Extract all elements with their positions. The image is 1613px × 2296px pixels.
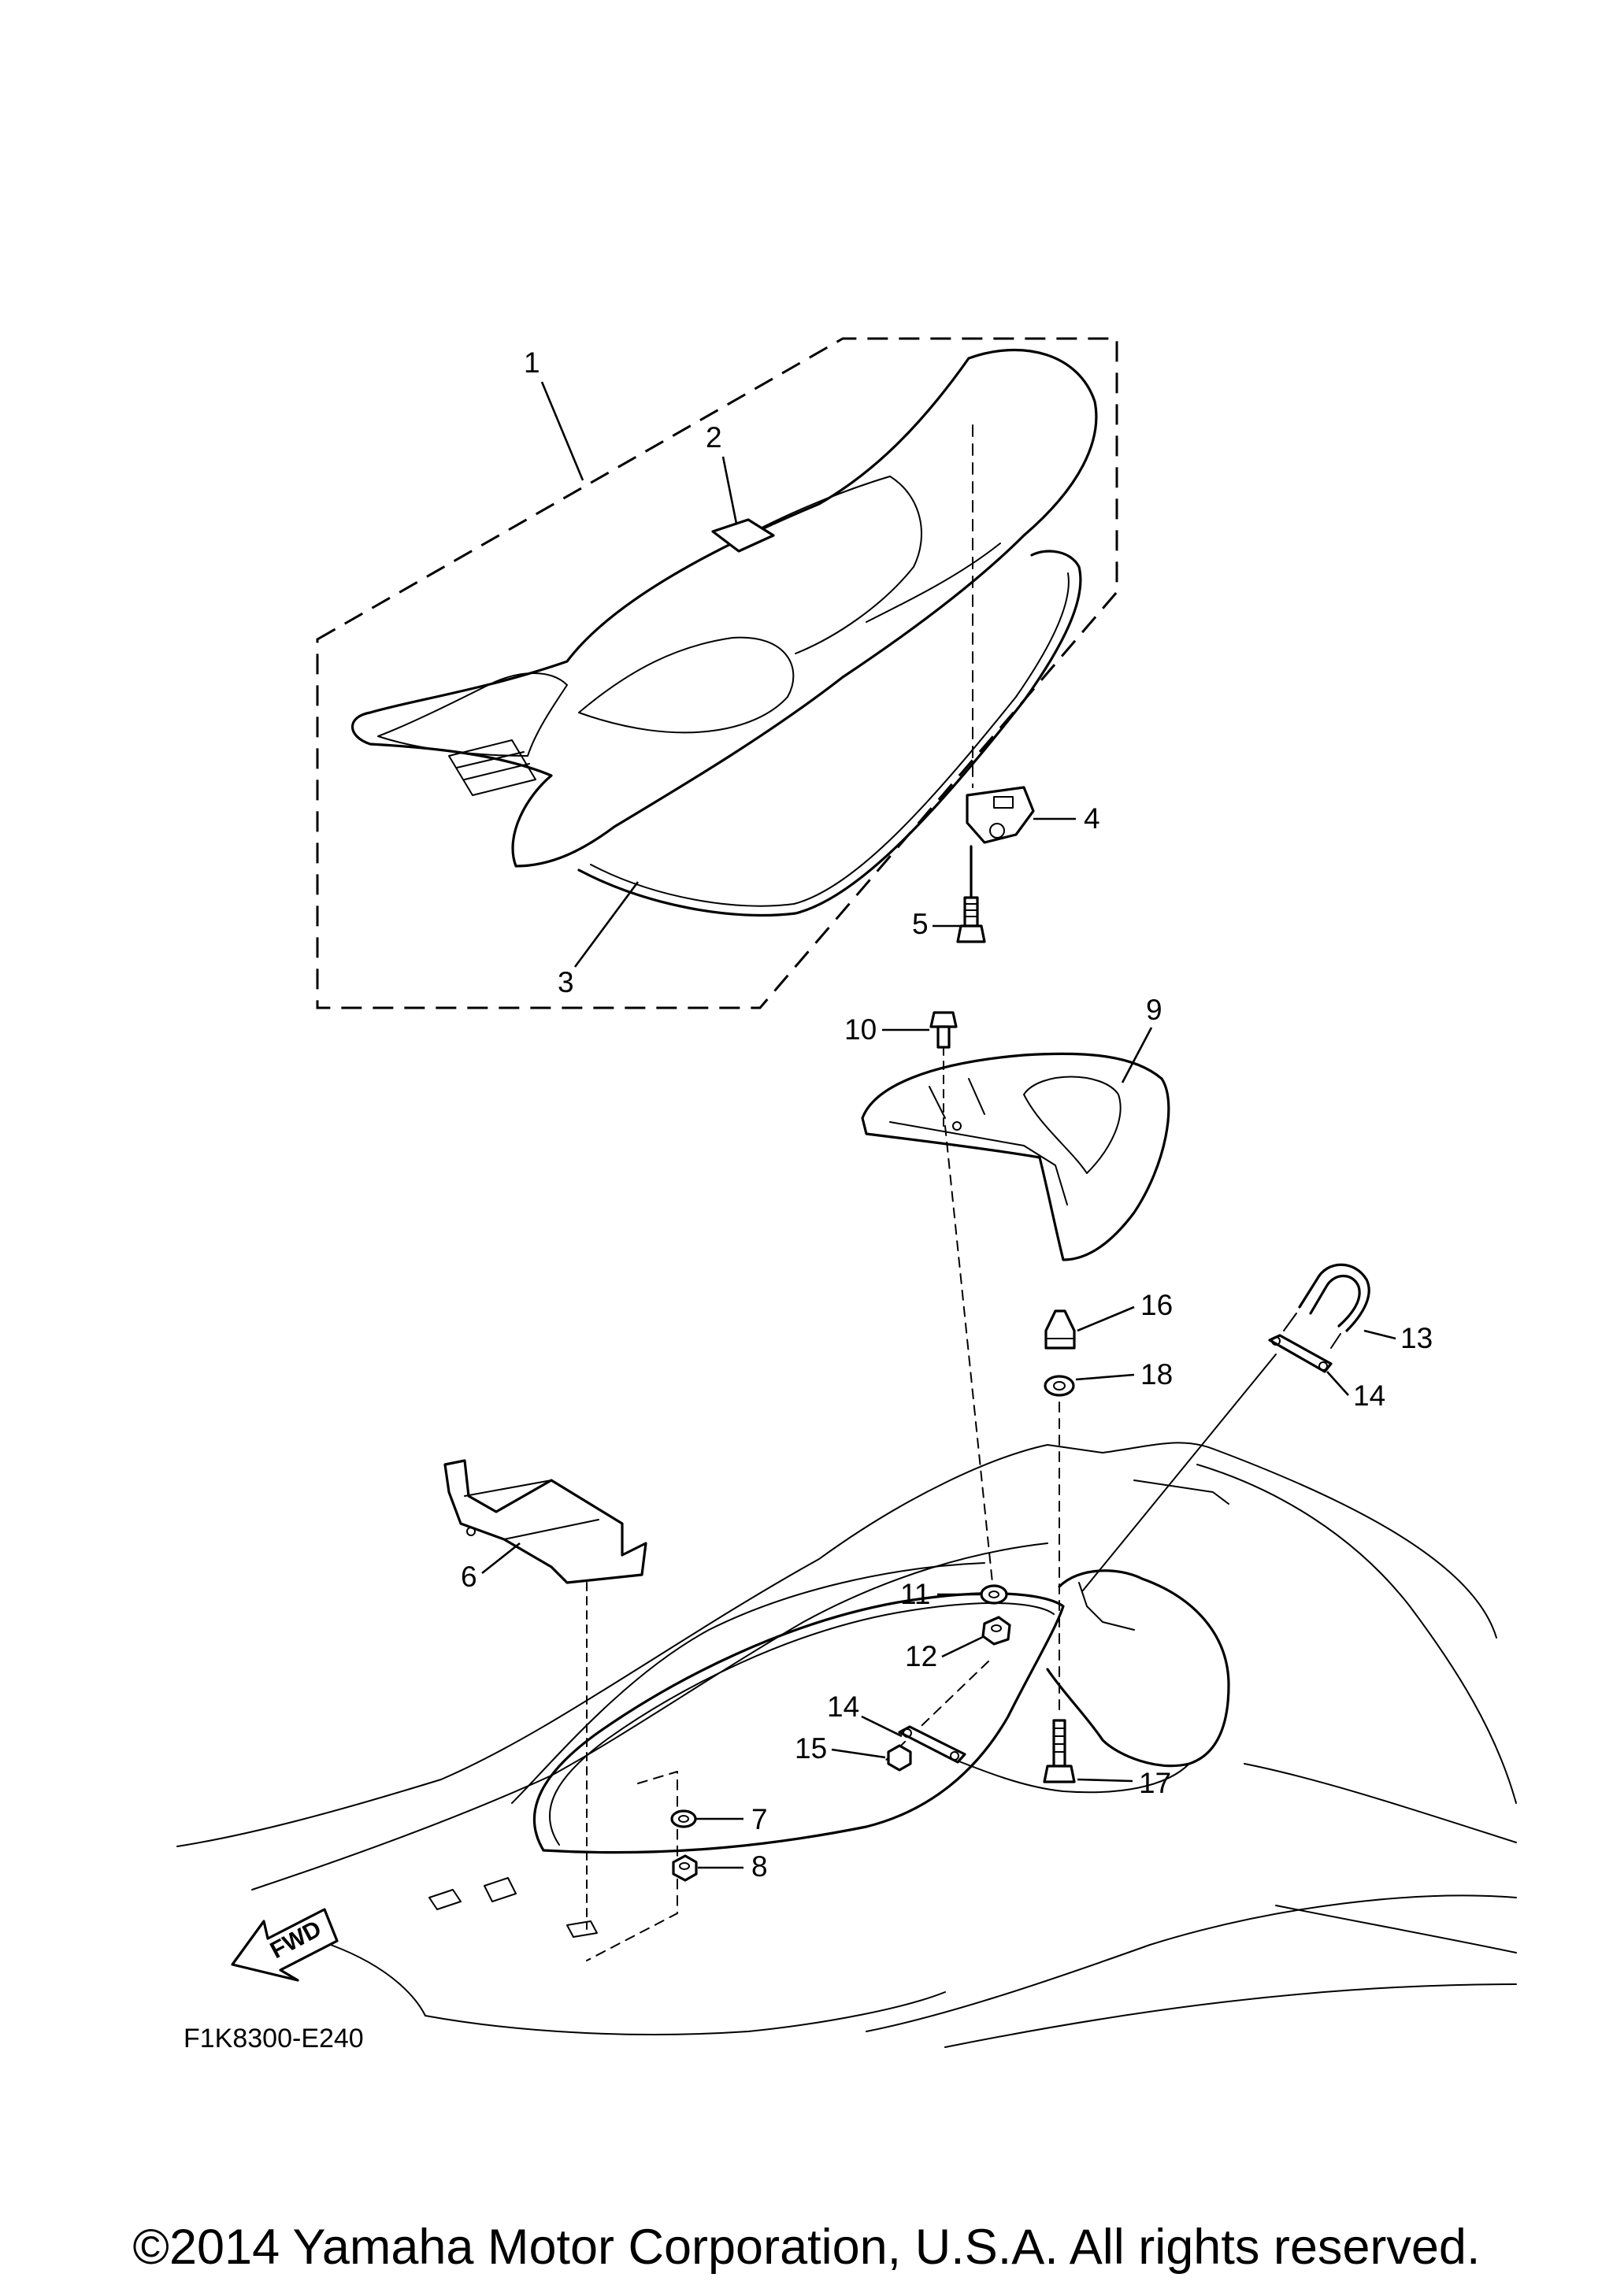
part-8-nut [672, 1854, 698, 1882]
svg-text:15: 15 [795, 1732, 827, 1765]
part-13-u-bolt [1283, 1263, 1370, 1349]
callouts: 1 2 3 4 5 6 7 8 [461, 346, 1433, 1883]
hull-deck [176, 1125, 1517, 2048]
callout-18: 18 [1075, 1358, 1173, 1391]
callout-17: 17 [1077, 1767, 1171, 1799]
part-9-storage-tray [861, 1052, 1170, 1261]
svg-text:14: 14 [1353, 1379, 1385, 1412]
svg-text:7: 7 [751, 1803, 768, 1835]
part-11-washer [980, 1584, 1008, 1605]
callout-5: 5 [912, 908, 962, 940]
callout-12: 12 [905, 1635, 985, 1672]
svg-text:13: 13 [1400, 1322, 1433, 1354]
part-5-bolt [956, 845, 986, 943]
forward-arrow: FWD [231, 1908, 339, 1982]
part-12-nut [981, 1616, 1011, 1646]
callout-3: 3 [558, 881, 640, 998]
figure-code: F1K8300-E240 [184, 2024, 364, 2053]
callout-6: 6 [461, 1542, 521, 1593]
callout-14-lower: 14 [827, 1691, 903, 1738]
svg-text:18: 18 [1140, 1358, 1173, 1391]
callout-7: 7 [696, 1803, 768, 1835]
callout-9: 9 [1121, 994, 1162, 1083]
svg-text:16: 16 [1140, 1289, 1173, 1321]
part-18-washer [1044, 1375, 1075, 1397]
svg-text:6: 6 [461, 1561, 477, 1593]
callout-16: 16 [1077, 1289, 1173, 1332]
part-10-bolt [929, 1011, 958, 1127]
part-14-clip-lower [898, 1725, 966, 1764]
svg-text:10: 10 [844, 1013, 877, 1046]
svg-text:8: 8 [751, 1850, 768, 1883]
part-14-clip-upper [1268, 1334, 1333, 1373]
svg-text:4: 4 [1084, 802, 1100, 835]
svg-text:2: 2 [706, 421, 722, 454]
svg-text:17: 17 [1139, 1767, 1171, 1799]
copyright-notice: ©2014 Yamaha Motor Corporation, U.S.A. A… [132, 2220, 1481, 2275]
part-4-bracket [966, 786, 1035, 844]
callout-14-upper: 14 [1326, 1371, 1385, 1412]
svg-text:9: 9 [1146, 994, 1162, 1026]
callout-2: 2 [706, 421, 738, 524]
callout-15: 15 [795, 1732, 886, 1765]
callout-13: 13 [1363, 1322, 1433, 1354]
svg-text:3: 3 [558, 966, 574, 998]
seat-assembly-boundary [316, 337, 1118, 1009]
svg-text:14: 14 [827, 1691, 859, 1723]
part-16-cap [1044, 1309, 1076, 1350]
svg-text:11: 11 [900, 1578, 930, 1610]
svg-text:1: 1 [524, 346, 540, 379]
callout-10: 10 [844, 1013, 929, 1046]
part-17-bolt [1043, 1719, 1076, 1783]
svg-text:5: 5 [912, 908, 929, 940]
part-6-bracket [443, 1459, 647, 1930]
callout-11: 11 [900, 1578, 980, 1610]
svg-text:12: 12 [905, 1640, 937, 1672]
callout-1: 1 [524, 346, 584, 481]
callout-4: 4 [1033, 802, 1100, 835]
part-7-washer [670, 1809, 697, 1828]
part-15-nut [887, 1744, 912, 1772]
callout-8: 8 [698, 1850, 768, 1883]
seat-assembly [350, 348, 1098, 917]
